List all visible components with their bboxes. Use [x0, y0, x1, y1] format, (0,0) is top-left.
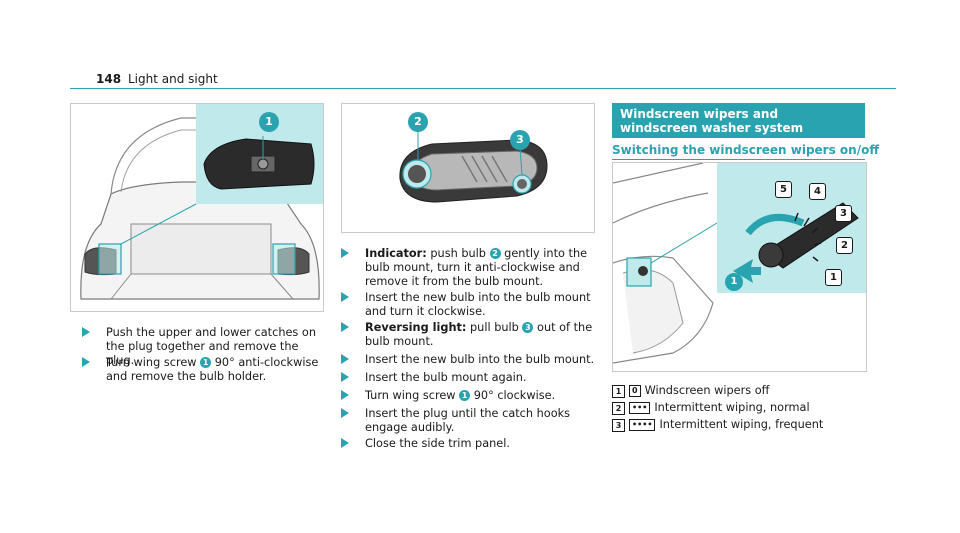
step: Turn wing screw 1 90° anti-clockwise and… [82, 356, 322, 384]
intermittent-normal-symbol-icon: ••• [629, 402, 651, 414]
step-arrow-icon [82, 357, 90, 367]
ref-1: 1 [200, 357, 212, 368]
header-rule [70, 88, 896, 89]
step: Indicator: push bulb 2 gently into the b… [341, 247, 597, 289]
callout-2: 2 [408, 112, 428, 132]
step-arrow-icon [341, 438, 349, 448]
position-key: 2 [612, 401, 625, 415]
trunk-figure: 1 [70, 103, 324, 312]
subsection-rule [612, 159, 865, 160]
callout-4: 4 [809, 183, 826, 200]
step: Insert the plug until the catch hooks en… [341, 407, 597, 435]
step-arrow-icon [341, 390, 349, 400]
ref-2: 2 [489, 248, 501, 259]
step-arrow-icon [341, 372, 349, 382]
section-heading: Windscreen wipers and windscreen washer … [612, 103, 865, 138]
callout-1: 1 [825, 269, 842, 286]
callout-3: 3 [835, 205, 852, 222]
page-number: 148 [96, 72, 122, 86]
callout-5: 5 [775, 181, 792, 198]
wiper-illustration [613, 163, 866, 364]
callout-3: 3 [510, 130, 530, 150]
step-arrow-icon [341, 248, 349, 258]
trunk-illustration [80, 104, 323, 300]
ref-1: 1 [459, 390, 471, 401]
step: Insert the new bulb into the bulb mount … [341, 291, 597, 319]
step: Insert the new bulb into the bulb mount. [341, 353, 597, 367]
position-key: 3 [612, 418, 625, 432]
bulb-figure: 2 3 [341, 103, 595, 233]
step-arrow-icon [341, 354, 349, 364]
step-arrow-icon [341, 408, 349, 418]
bulb-illustration [399, 130, 548, 203]
wiper-off-symbol-icon: 0 [629, 385, 641, 397]
callout-1: 1 [259, 112, 279, 132]
position-key: 1 [612, 384, 625, 398]
step: Push the upper and lower catches on the … [82, 326, 322, 368]
step-arrow-icon [82, 327, 90, 337]
step: Insert the bulb mount again. [341, 371, 597, 385]
step: Reversing light: pull bulb 3 out of the … [341, 321, 597, 349]
callout-1-circle: 1 [725, 273, 743, 291]
step: Close the side trim panel. [341, 437, 597, 451]
wiper-figure: 5 4 3 2 1 1 [612, 162, 867, 372]
step: Turn wing screw 1 90° clockwise. [341, 389, 597, 403]
subsection-heading: Switching the windscreen wipers on/off [612, 143, 880, 157]
intermittent-frequent-symbol-icon: •••• [629, 419, 656, 431]
ref-3: 3 [522, 322, 534, 333]
step-arrow-icon [341, 322, 349, 332]
section-title: Light and sight [128, 72, 218, 86]
wiper-position-row: 2•••Intermittent wiping, normal [612, 401, 810, 415]
step-arrow-icon [341, 292, 349, 302]
wiper-position-row: 3••••Intermittent wiping, frequent [612, 418, 823, 432]
callout-2: 2 [836, 237, 853, 254]
